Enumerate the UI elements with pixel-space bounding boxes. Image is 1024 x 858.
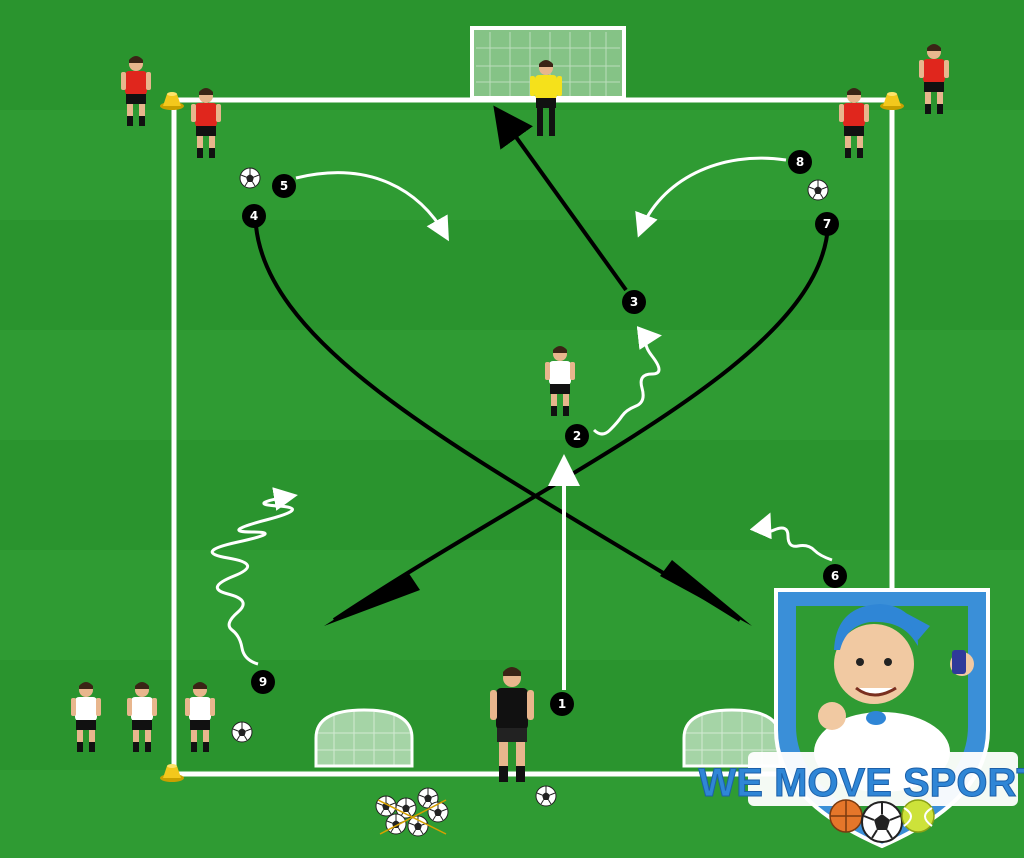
step-marker-8: 8: [788, 150, 812, 174]
soccer-ball-icon: [535, 785, 557, 807]
coach: [490, 667, 534, 782]
goalkeeper: [530, 60, 562, 136]
pass-path-5: [295, 171, 449, 242]
soccer-ball-icon: [807, 179, 829, 201]
step-marker-7: 7: [815, 212, 839, 236]
brand-name: WE MOVE SPORTS: [699, 761, 1024, 805]
dribble-path-9: [211, 487, 298, 666]
step-number: 7: [823, 217, 831, 231]
step-marker-1: 1: [550, 692, 574, 716]
step-marker-5: 5: [272, 174, 296, 198]
step-marker-3: 3: [622, 290, 646, 314]
arrowhead: [660, 560, 752, 626]
step-number: 3: [630, 295, 638, 309]
soccer-ball-icon: [239, 167, 261, 189]
mini-goal-icon: [314, 708, 414, 768]
sport-balls-icon: [829, 799, 935, 843]
step-marker-4: 4: [242, 204, 266, 228]
ball-bag-icon: [375, 787, 449, 837]
step-number: 1: [558, 697, 566, 711]
step-marker-6: 6: [823, 564, 847, 588]
pass-path-8: [635, 156, 787, 238]
shot-path-3: [493, 105, 628, 292]
step-marker-9: 9: [251, 670, 275, 694]
run-path-7: [332, 225, 830, 622]
soccer-ball-icon: [231, 721, 253, 743]
step-number: 8: [796, 155, 804, 169]
step-number: 9: [259, 675, 267, 689]
run-path-4: [254, 225, 742, 622]
step-number: 2: [573, 429, 581, 443]
dribble-path-2: [592, 326, 662, 436]
arrowhead: [324, 572, 420, 626]
step-marker-2: 2: [565, 424, 589, 448]
dribble-path-6: [749, 512, 833, 562]
step-number: 4: [250, 209, 258, 223]
step-number: 5: [280, 179, 288, 193]
step-number: 6: [831, 569, 839, 583]
brand-logo: WE MOVE SPORTS: [698, 588, 1024, 849]
